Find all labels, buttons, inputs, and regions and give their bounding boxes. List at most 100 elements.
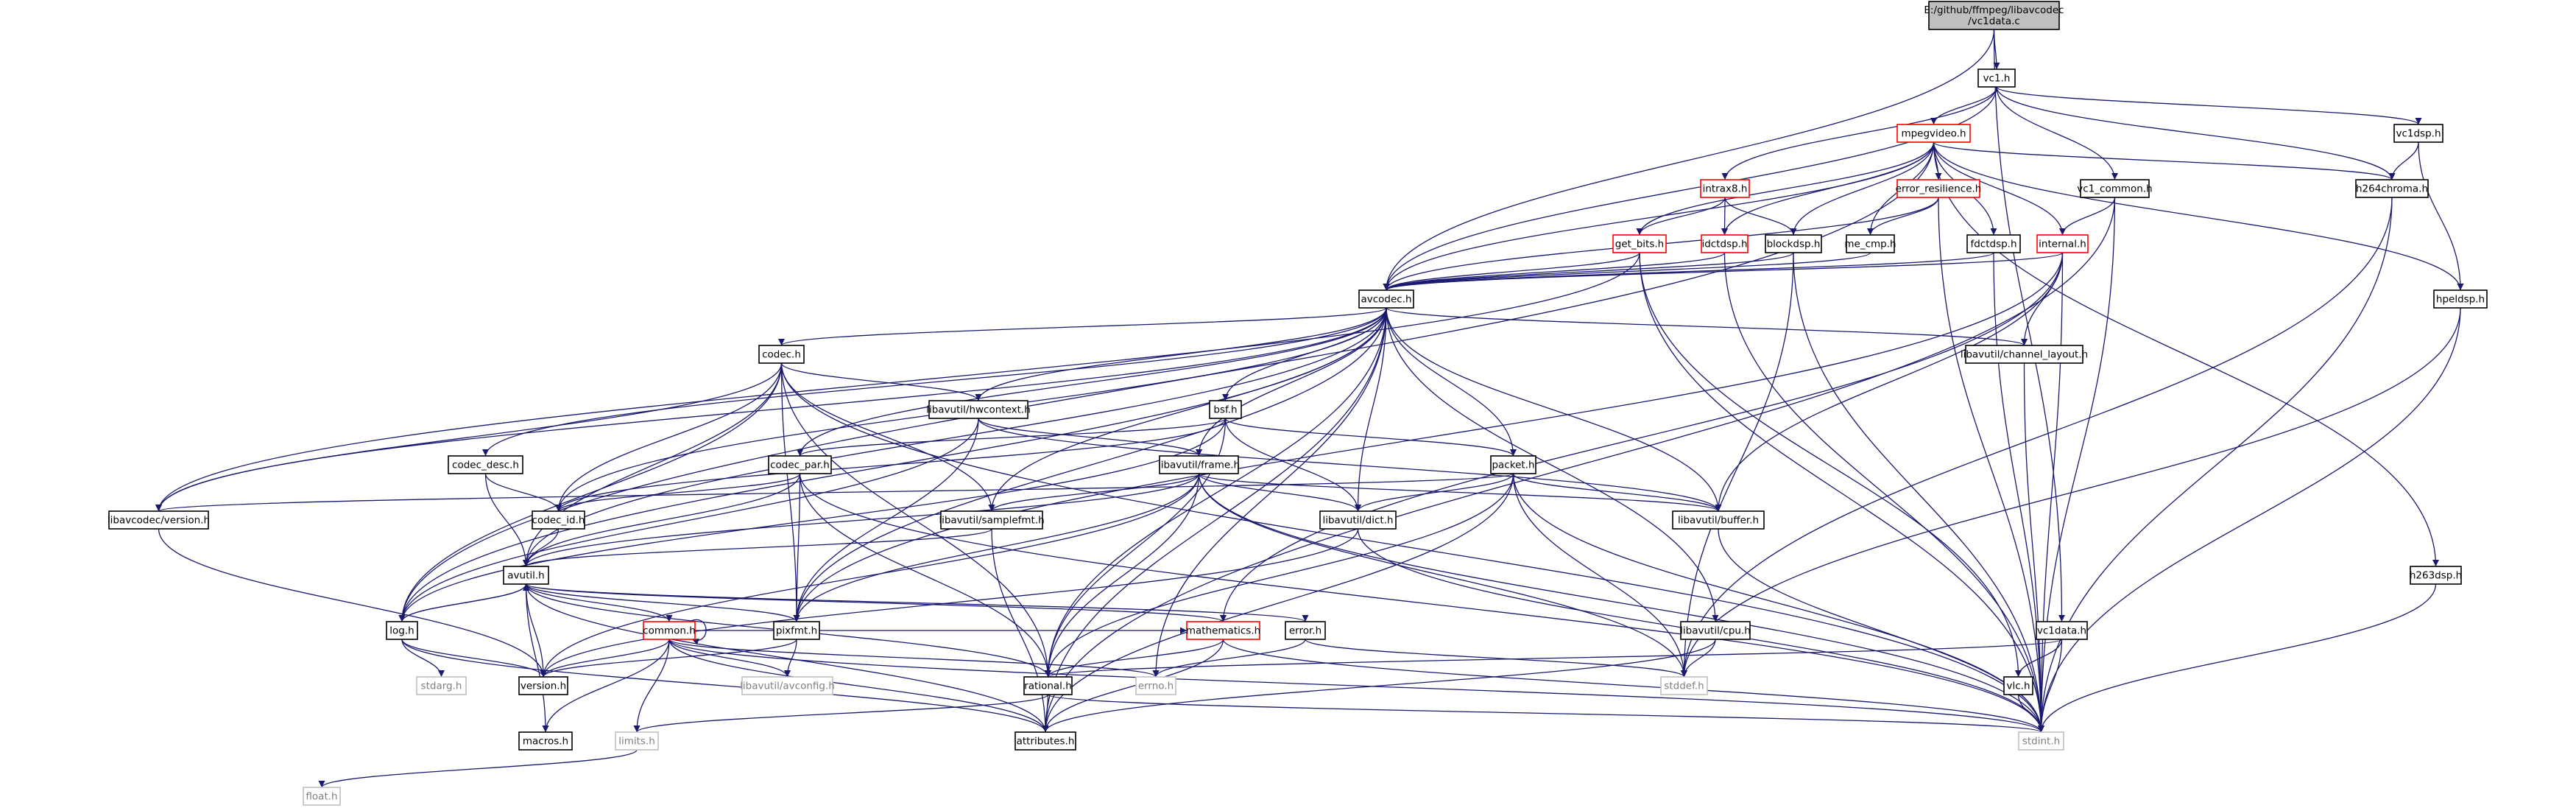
node-frame[interactable]: libavutil/frame.h (1158, 455, 1240, 474)
node-vc1h[interactable]: vc1.h (1977, 68, 2016, 88)
node-blockdsp[interactable]: blockdsp.h (1765, 234, 1822, 253)
node-label-log: log.h (389, 625, 414, 637)
node-box-buffer (1672, 510, 1765, 530)
node-limits: limits.h (615, 731, 659, 751)
node-label-getbits: get_bits.h (1615, 239, 1664, 250)
node-box-limits (615, 731, 659, 751)
node-packet[interactable]: packet.h (1490, 455, 1536, 474)
node-codecpar[interactable]: codec_par.h (768, 455, 832, 474)
node-buffer[interactable]: libavutil/buffer.h (1672, 510, 1765, 530)
edge-common-to-attributes (668, 639, 1049, 733)
node-avutil[interactable]: avutil.h (503, 566, 549, 585)
edge-frame-to-pixfmt (793, 473, 1200, 622)
node-label-cpu: libavutil/cpu.h (1680, 625, 1751, 637)
node-hpeldsp[interactable]: hpeldsp.h (2433, 289, 2488, 309)
node-label-intrax8: intrax8.h (1703, 183, 1748, 195)
node-dict[interactable]: libavutil/dict.h (1319, 510, 1397, 530)
edge-errres-to-mecmp (1867, 197, 1939, 236)
edge-common-to-limits (633, 639, 670, 733)
node-box-vlc (2003, 676, 2033, 695)
edge-avutil-to-common (525, 583, 673, 622)
edge-mpegvideo-to-avcodec (1383, 141, 1935, 291)
node-vc1datah[interactable]: vc1data.h (2036, 621, 2088, 640)
node-codecid[interactable]: codec_id.h (532, 510, 585, 530)
node-vlc[interactable]: vlc.h (2003, 676, 2033, 695)
node-label-version_lav: libavcodec/version.h (107, 515, 210, 527)
edge-frame-to-version (540, 473, 1200, 678)
node-box-hpeldsp (2433, 289, 2488, 309)
edge-avcodec-to-pixfmt (793, 307, 1387, 622)
node-avconfig: libavutil/avconfig.h (740, 676, 835, 695)
node-box-internal (2036, 234, 2089, 253)
edge-h264chroma-to-stdint (2038, 197, 2393, 733)
edge-pixfmt-to-version (540, 639, 797, 678)
edge-packet-to-buffer (1512, 473, 1722, 512)
node-codec[interactable]: codec.h (758, 345, 805, 364)
edge-avcodec-to-codec (778, 307, 1387, 346)
node-error[interactable]: error.h (1285, 621, 1326, 640)
node-mecmp[interactable]: me_cmp.h (1844, 234, 1896, 253)
node-box-getbits (1612, 234, 1667, 253)
node-label-stddef: stddef.h (1664, 681, 1704, 692)
node-box-blockdsp (1765, 234, 1822, 253)
node-codecdesc[interactable]: codec_desc.h (448, 455, 523, 474)
edge-internal-to-mathematics (1220, 252, 2064, 622)
node-idctdsp[interactable]: idctdsp.h (1701, 234, 1748, 253)
edge-internal-to-avcodec (1383, 252, 2064, 291)
edge-hwcontext-to-pixfmt (793, 418, 979, 622)
edge-packet-to-dict (1355, 473, 1514, 512)
edge-mpegvideo-to-hpeldsp (1933, 141, 2464, 291)
node-box-fdctdsp (1966, 234, 2021, 253)
edge-hwcontext-to-log (398, 418, 979, 622)
node-label-buffer: libavutil/buffer.h (1678, 515, 1759, 527)
edge-vc1h-to-vc1dsp (1996, 86, 2422, 125)
edge-root-to-avcodec (1383, 29, 1995, 291)
node-errno: errno.h (1135, 676, 1176, 695)
edge-mathematics-to-rational (1045, 639, 1224, 678)
node-h263dsp[interactable]: h263dsp.h (2410, 566, 2462, 585)
nodes-layer: E:/github/ffmpeg/libavcodec/vc1data.c vc1… (107, 1, 2488, 806)
node-getbits[interactable]: get_bits.h (1612, 234, 1667, 253)
edge-pixfmt-to-avconfig (784, 639, 797, 678)
node-version_lav[interactable]: libavcodec/version.h (107, 510, 210, 530)
node-log[interactable]: log.h (386, 621, 418, 640)
node-intrax8[interactable]: intrax8.h (1700, 179, 1750, 198)
node-box-packet (1490, 455, 1536, 474)
node-pixfmt[interactable]: pixfmt.h (773, 621, 820, 640)
edge-errres-to-stdint (1938, 197, 2044, 733)
node-rational[interactable]: rational.h (1023, 676, 1073, 695)
node-mpegvideo[interactable]: mpegvideo.h (1896, 124, 1971, 143)
node-root[interactable]: E:/github/ffmpeg/libavcodec/vc1data.c (1924, 1, 2064, 30)
node-vc1common[interactable]: vc1_common.h (2077, 179, 2153, 198)
node-mathematics[interactable]: mathematics.h (1186, 621, 1260, 640)
edge-vc1h-to-intrax8 (1721, 86, 1997, 180)
node-attributes[interactable]: attributes.h (1014, 731, 1076, 751)
node-internal[interactable]: internal.h (2036, 234, 2089, 253)
edge-samplefmt-to-avutil (523, 528, 992, 567)
node-bsf[interactable]: bsf.h (1209, 400, 1242, 419)
node-fdctdsp[interactable]: fdctdsp.h (1966, 234, 2021, 253)
node-hwcontext[interactable]: libavutil/hwcontext.h (926, 400, 1031, 419)
node-label-codec: codec.h (762, 349, 801, 361)
edge-log-to-stdarg (401, 639, 445, 678)
edge-vc1h-to-avcodec (1383, 86, 1997, 291)
node-box-vc1h (1977, 68, 2016, 88)
edge-internal-to-buffer (1715, 252, 2064, 512)
node-box-cpu (1680, 621, 1751, 640)
node-label-error: error.h (1289, 625, 1321, 637)
node-label-errres: error_resilience.h (1896, 183, 1982, 195)
node-h264chroma[interactable]: h264chroma.h (2355, 179, 2429, 198)
node-box-errno (1135, 676, 1176, 695)
node-errres[interactable]: error_resilience.h (1896, 179, 1982, 198)
node-macros[interactable]: macros.h (518, 731, 573, 751)
node-chlayout[interactable]: libavutil/channel_layout.h (1961, 345, 2088, 364)
node-cpu[interactable]: libavutil/cpu.h (1680, 621, 1751, 640)
node-common[interactable]: common.h (643, 621, 696, 640)
node-version[interactable]: version.h (518, 676, 568, 695)
node-avcodec[interactable]: avcodec.h (1358, 289, 1414, 309)
node-vc1dsp[interactable]: vc1dsp.h (2393, 124, 2443, 143)
node-samplefmt[interactable]: libavutil/samplefmt.h (939, 510, 1045, 530)
edge-frame-to-samplefmt (988, 473, 1200, 512)
edge-codecpar-to-codecid (555, 473, 801, 512)
node-box-dict (1319, 510, 1397, 530)
